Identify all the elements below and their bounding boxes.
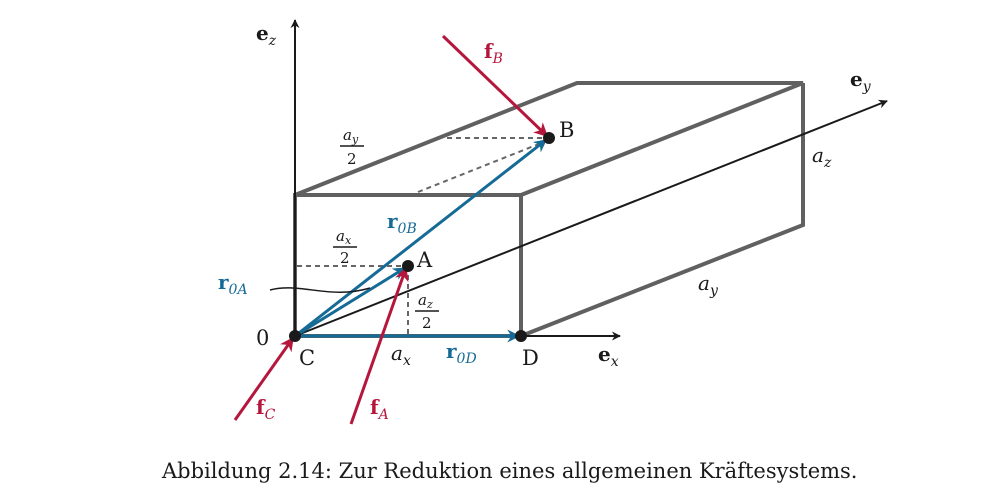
- coordinate-axes: [290, 19, 888, 341]
- point-B-label: B: [559, 118, 574, 142]
- ax-half-fraction: ax 2: [333, 227, 357, 267]
- svg-text:2: 2: [422, 314, 432, 332]
- cuboid: [293, 81, 805, 338]
- fA-force: [349, 266, 409, 425]
- dashed-b-diag: [417, 139, 550, 193]
- r0A-vector: [294, 266, 407, 338]
- fC-label: fC: [256, 395, 276, 423]
- r0A-label: r0A: [218, 270, 248, 298]
- ey-label: ey: [850, 67, 872, 95]
- ax-label: ax: [391, 341, 411, 369]
- r0B-label: r0B: [387, 209, 417, 237]
- cuboid-right-face-edges: [520, 83, 805, 338]
- origin-label: 0: [256, 326, 269, 350]
- fB-force: [441, 34, 549, 138]
- point-D: [515, 330, 527, 342]
- point-A-label: A: [416, 248, 433, 272]
- fB-label: fB: [484, 39, 503, 67]
- az-label: az: [812, 143, 832, 171]
- r0B-vector: [294, 138, 548, 338]
- r0D-label: r0D: [446, 339, 477, 367]
- point-D-label: D: [522, 346, 539, 370]
- points: [289, 132, 555, 342]
- ez-label: ez: [256, 21, 277, 49]
- ey-axis: [294, 99, 888, 337]
- svg-text:ay: ay: [343, 126, 359, 146]
- ex-label: ex: [598, 342, 619, 370]
- figure-caption: Abbildung 2.14: Zur Reduktion eines allg…: [162, 459, 858, 483]
- forces: [233, 34, 549, 425]
- svg-text:2: 2: [340, 249, 350, 267]
- point-A: [402, 260, 414, 272]
- ay-label: ay: [698, 271, 719, 299]
- point-C: [289, 330, 301, 342]
- svg-text:az: az: [418, 291, 433, 311]
- ay-half-fraction: ay 2: [340, 126, 364, 168]
- position-vectors: [294, 138, 548, 343]
- cuboid-top-face-edges: [294, 81, 804, 197]
- r0A-leader-line: [269, 287, 371, 294]
- point-C-label: C: [299, 346, 315, 370]
- fC-force: [233, 336, 295, 421]
- point-B: [543, 132, 555, 144]
- fA-label: fA: [370, 395, 389, 423]
- svg-text:2: 2: [347, 150, 357, 168]
- svg-text:ax: ax: [336, 227, 352, 247]
- az-half-fraction: az 2: [415, 291, 439, 332]
